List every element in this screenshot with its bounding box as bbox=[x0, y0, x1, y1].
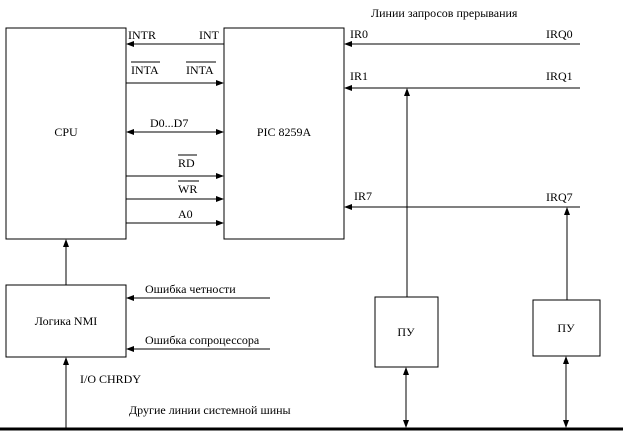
data-bus-arrowhead-left bbox=[126, 129, 134, 135]
cpu-label: CPU bbox=[54, 125, 78, 139]
pic-block bbox=[223, 27, 345, 240]
diagram-title: Линии запросов прерывания bbox=[371, 6, 518, 20]
data-bus-label: D0...D7 bbox=[150, 116, 188, 130]
parity-error-label: Ошибка четности bbox=[145, 282, 236, 296]
pu1-irq1-arrowhead bbox=[404, 88, 410, 96]
a0-arrowhead bbox=[216, 220, 224, 226]
coprocessor-error-arrowhead bbox=[126, 346, 134, 352]
system-bus-label: Другие линии системной шины bbox=[129, 403, 291, 417]
nmi-logic-label: Логика NMI bbox=[35, 314, 98, 328]
cpu-intr-label: INTR bbox=[128, 28, 156, 42]
wr-arrowhead bbox=[216, 196, 224, 202]
peripheral-block-1 bbox=[374, 296, 439, 368]
cpu-inta-label: INTA bbox=[131, 63, 159, 77]
ir1-label: IR1 bbox=[350, 69, 368, 83]
pic-label: PIC 8259A bbox=[257, 125, 312, 139]
pic-inta-label: INTA bbox=[186, 63, 214, 77]
nmi-logic-block bbox=[5, 284, 127, 358]
a0-label: A0 bbox=[178, 207, 193, 221]
intr-arrowhead bbox=[126, 41, 134, 47]
irq1-label: IRQ1 bbox=[546, 69, 573, 83]
inta-arrowhead bbox=[216, 80, 224, 86]
parity-error-arrowhead bbox=[126, 295, 134, 301]
peripheral-1-label: ПУ bbox=[397, 325, 415, 339]
io-chrdy-label: I/O CHRDY bbox=[80, 372, 141, 386]
irq0-label: IRQ0 bbox=[546, 27, 573, 41]
data-bus-arrowhead-right bbox=[216, 129, 224, 135]
io-chrdy-arrowhead bbox=[63, 357, 69, 365]
rd-arrowhead bbox=[216, 173, 224, 179]
cpu-block bbox=[5, 27, 127, 240]
pu2-irq7-arrowhead bbox=[564, 207, 570, 215]
peripheral-2-label: ПУ bbox=[557, 321, 575, 335]
ir1-arrowhead bbox=[344, 85, 352, 91]
pu1-bus-arrowhead-down bbox=[403, 420, 409, 428]
pu2-bus-arrowhead-up bbox=[563, 356, 569, 364]
coprocessor-error-label: Ошибка сопроцессора bbox=[145, 333, 260, 347]
wr-label: WR bbox=[178, 182, 197, 196]
nmi-cpu-arrowhead bbox=[63, 239, 69, 247]
irq7-label: IRQ7 bbox=[546, 190, 573, 204]
peripheral-block-2 bbox=[532, 299, 601, 357]
ir0-arrowhead bbox=[344, 41, 352, 47]
rd-label: RD bbox=[178, 156, 195, 170]
ir0-label: IR0 bbox=[350, 27, 368, 41]
pic-int-label: INT bbox=[199, 28, 220, 42]
ir7-label: IR7 bbox=[354, 189, 372, 203]
pu2-bus-arrowhead-down bbox=[563, 420, 569, 428]
pu1-bus-arrowhead-up bbox=[403, 367, 409, 375]
ir7-arrowhead bbox=[344, 204, 352, 210]
